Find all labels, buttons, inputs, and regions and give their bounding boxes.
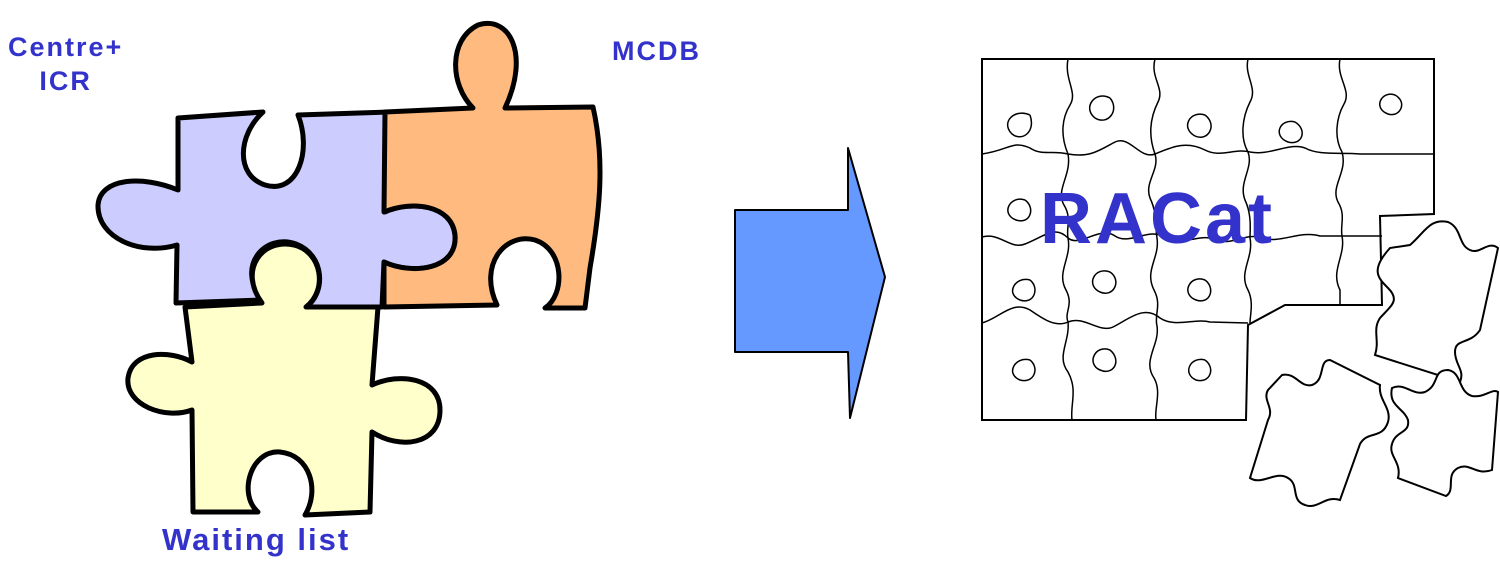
label-racat: RACat [1040,179,1276,259]
loose-puzzle-piece [1248,358,1390,508]
label-centre-icr: Centre+ ICR [8,32,124,96]
assembled-puzzle-board [981,58,1435,421]
puzzle-piece-waiting-list [125,241,443,518]
label-waiting-list: Waiting list [162,522,351,557]
loose-puzzle-piece [1390,368,1500,498]
right-arrow-icon [734,147,886,419]
puzzle-piece-mcdb [381,21,603,311]
label-mcdb: MCDB [612,36,701,66]
loose-puzzle-piece [1373,220,1500,384]
